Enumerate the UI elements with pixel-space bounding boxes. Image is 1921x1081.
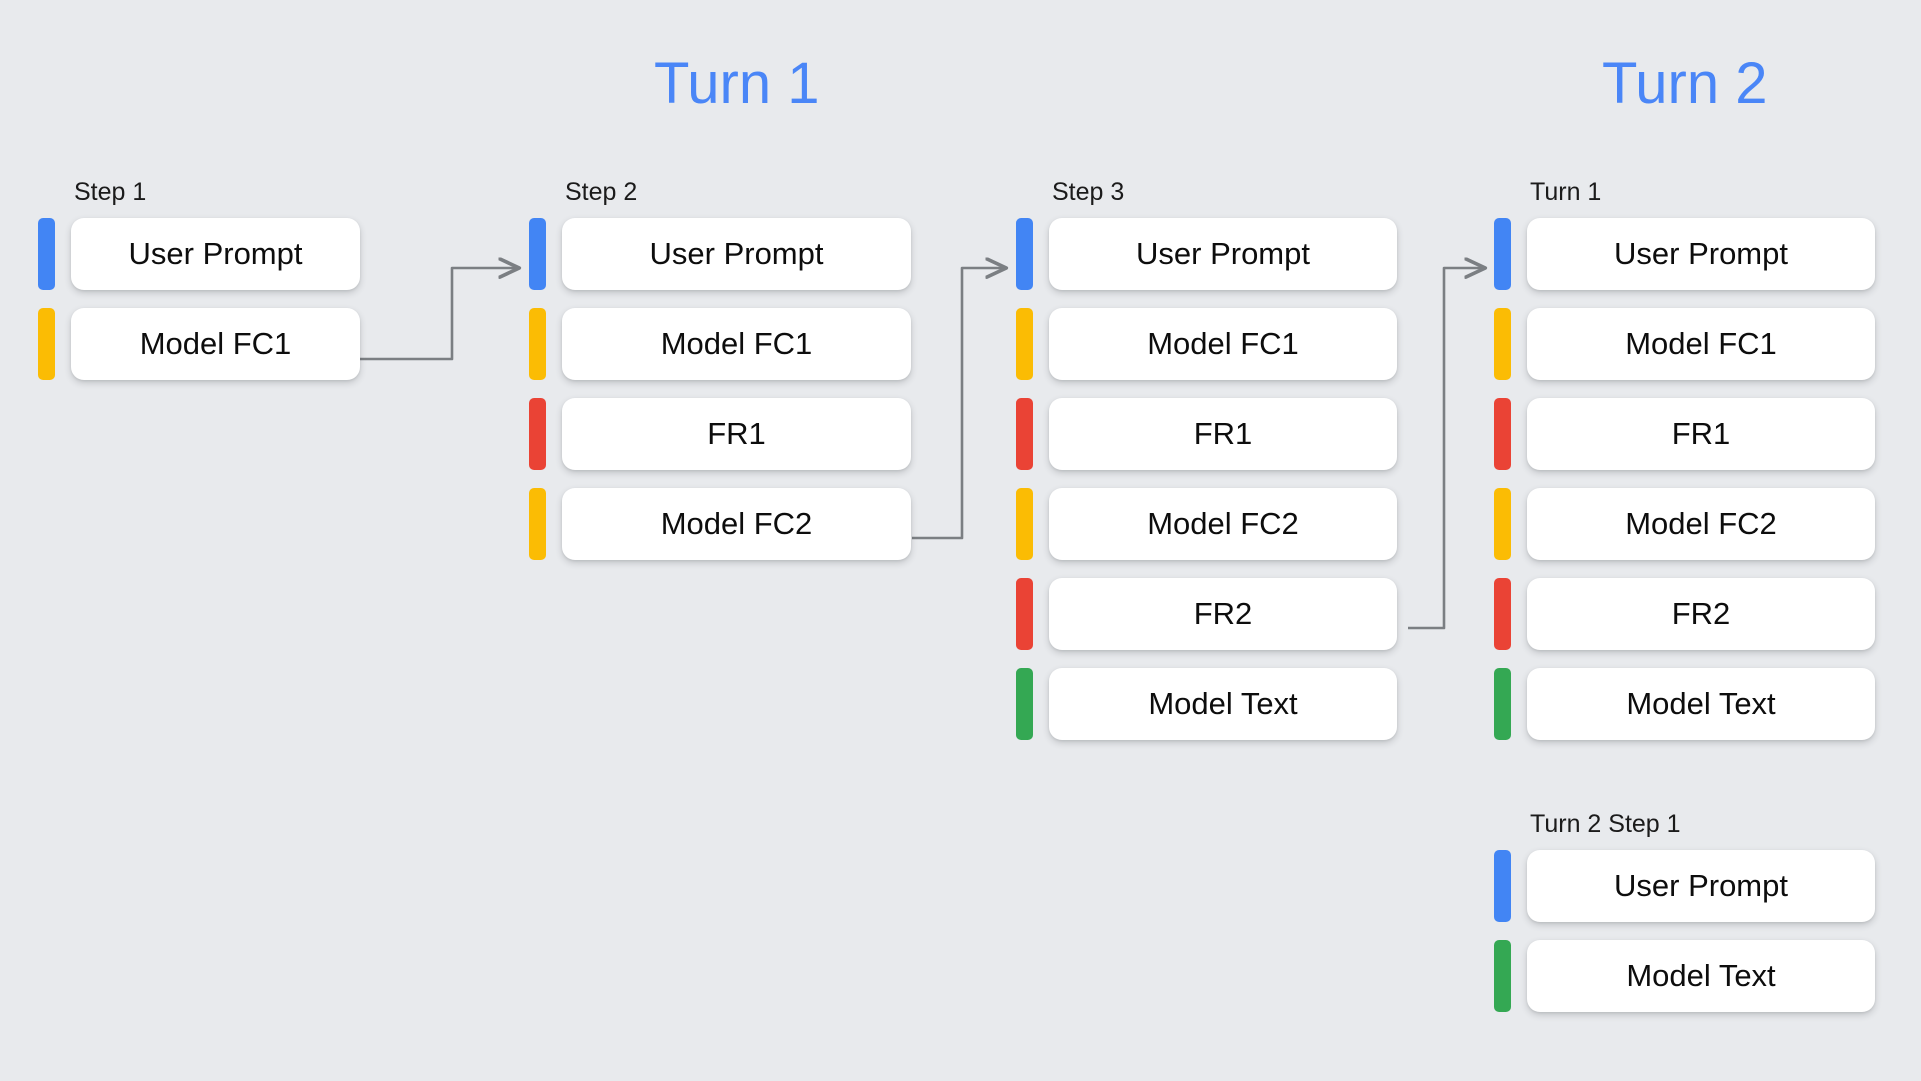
chip-model-fc1[interactable]: Model FC1	[71, 308, 360, 380]
color-bar-model-fc	[1016, 308, 1033, 380]
chip-model-fc1[interactable]: Model FC1	[562, 308, 911, 380]
chip-model-fc1[interactable]: Model FC1	[1527, 308, 1875, 380]
color-bar-model-text	[1494, 940, 1511, 1012]
color-bar-user-prompt	[1494, 218, 1511, 290]
color-bar-model-fc	[529, 308, 546, 380]
color-bar-user-prompt	[1494, 850, 1511, 922]
chip-model-fc1[interactable]: Model FC1	[1049, 308, 1397, 380]
column-label-step-3: Step 3	[1052, 178, 1125, 206]
color-bar-model-fc	[38, 308, 55, 380]
chip-user-prompt[interactable]: User Prompt	[71, 218, 360, 290]
chip-user-prompt[interactable]: User Prompt	[1527, 218, 1875, 290]
turn-2-title: Turn 2	[1602, 51, 1768, 116]
chip-user-prompt[interactable]: User Prompt	[562, 218, 911, 290]
chip-user-prompt[interactable]: User Prompt	[1527, 850, 1875, 922]
chip-model-fc2[interactable]: Model FC2	[562, 488, 911, 560]
color-bar-user-prompt	[529, 218, 546, 290]
chip-model-text[interactable]: Model Text	[1527, 668, 1875, 740]
color-bar-model-fc	[529, 488, 546, 560]
chip-user-prompt[interactable]: User Prompt	[1049, 218, 1397, 290]
color-bar-function-response	[1494, 578, 1511, 650]
column-label-turn-1-recap: Turn 1	[1530, 178, 1602, 206]
color-bar-function-response	[1494, 398, 1511, 470]
column-label-turn-2-step-1: Turn 2 Step 1	[1530, 810, 1681, 838]
chip-fr2[interactable]: FR2	[1049, 578, 1397, 650]
chip-model-text[interactable]: Model Text	[1049, 668, 1397, 740]
color-bar-model-text	[1016, 668, 1033, 740]
color-bar-user-prompt	[1016, 218, 1033, 290]
chip-fr2[interactable]: FR2	[1527, 578, 1875, 650]
color-bar-model-text	[1494, 668, 1511, 740]
connector-step2-to-step3	[912, 268, 1005, 540]
connector-step3-to-turn1recap	[1408, 268, 1484, 630]
color-bar-function-response	[1016, 578, 1033, 650]
color-bar-model-fc	[1016, 488, 1033, 560]
chip-fr1[interactable]: FR1	[1527, 398, 1875, 470]
color-bar-model-fc	[1494, 308, 1511, 380]
color-bar-function-response	[1016, 398, 1033, 470]
chip-model-fc2[interactable]: Model FC2	[1527, 488, 1875, 560]
chip-fr1[interactable]: FR1	[1049, 398, 1397, 470]
turn-1-title: Turn 1	[654, 51, 820, 116]
chip-fr1[interactable]: FR1	[562, 398, 911, 470]
chip-model-text[interactable]: Model Text	[1527, 940, 1875, 1012]
color-bar-user-prompt	[38, 218, 55, 290]
chip-model-fc2[interactable]: Model FC2	[1049, 488, 1397, 560]
column-label-step-2: Step 2	[565, 178, 638, 206]
color-bar-function-response	[529, 398, 546, 470]
color-bar-model-fc	[1494, 488, 1511, 560]
column-label-step-1: Step 1	[74, 178, 147, 206]
